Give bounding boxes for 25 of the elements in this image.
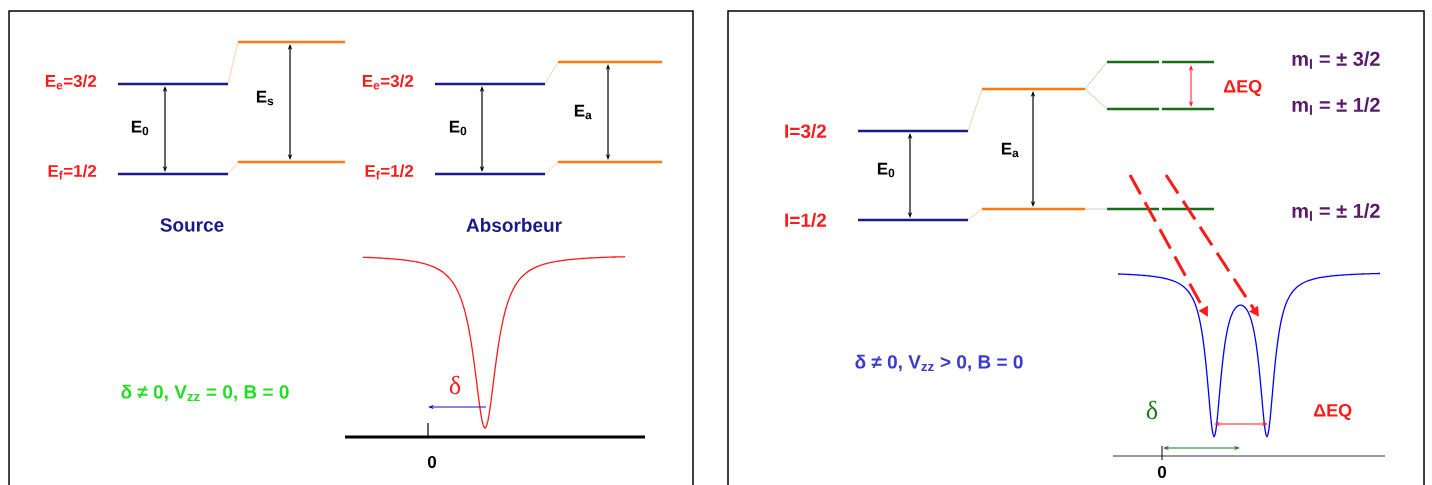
splitting-label: ΔEQ xyxy=(1223,79,1262,97)
sublevel-label: m$_{I}$ = ± 3/2 xyxy=(1292,51,1380,69)
level-label: E$_{f}$=1/2 xyxy=(48,164,97,180)
energy-label: E$_{0}$ xyxy=(877,162,895,178)
energy-label: E$_{a}$ xyxy=(574,104,592,120)
energy-label: E$_{a}$ xyxy=(1001,142,1019,158)
panel-caption: Source xyxy=(160,218,224,232)
energy-label: E$_{0}$ xyxy=(131,120,149,136)
panel-caption: Absorbeur xyxy=(466,218,562,232)
level-label: I=1/2 xyxy=(785,212,827,228)
sublevel-label: m$_{I}$ = ± 1/2 xyxy=(1292,203,1380,221)
level-label: E$_{f}$=1/2 xyxy=(365,164,414,180)
level-label: E$_{e}$=3/2 xyxy=(362,74,414,90)
condition-text: δ ≠ 0, V$_{zz}$ > 0, B = 0 xyxy=(855,354,1023,372)
level-label: E$_{e}$=3/2 xyxy=(45,74,97,90)
energy-label: E$_{s}$ xyxy=(256,90,274,106)
shift-label: δ xyxy=(1146,400,1158,420)
energy-label: E$_{0}$ xyxy=(449,120,467,136)
condition-text: δ ≠ 0, V$_{zz}$ = 0, B = 0 xyxy=(121,384,289,402)
shift-label: δ xyxy=(449,375,461,395)
level-label: I=3/2 xyxy=(785,123,827,139)
axis-label: 0 xyxy=(1157,466,1167,479)
splitting-label: ΔEQ xyxy=(1313,403,1352,421)
sublevel-label: m$_{I}$ = ± 1/2 xyxy=(1292,97,1380,115)
axis-label: 0 xyxy=(427,456,437,469)
